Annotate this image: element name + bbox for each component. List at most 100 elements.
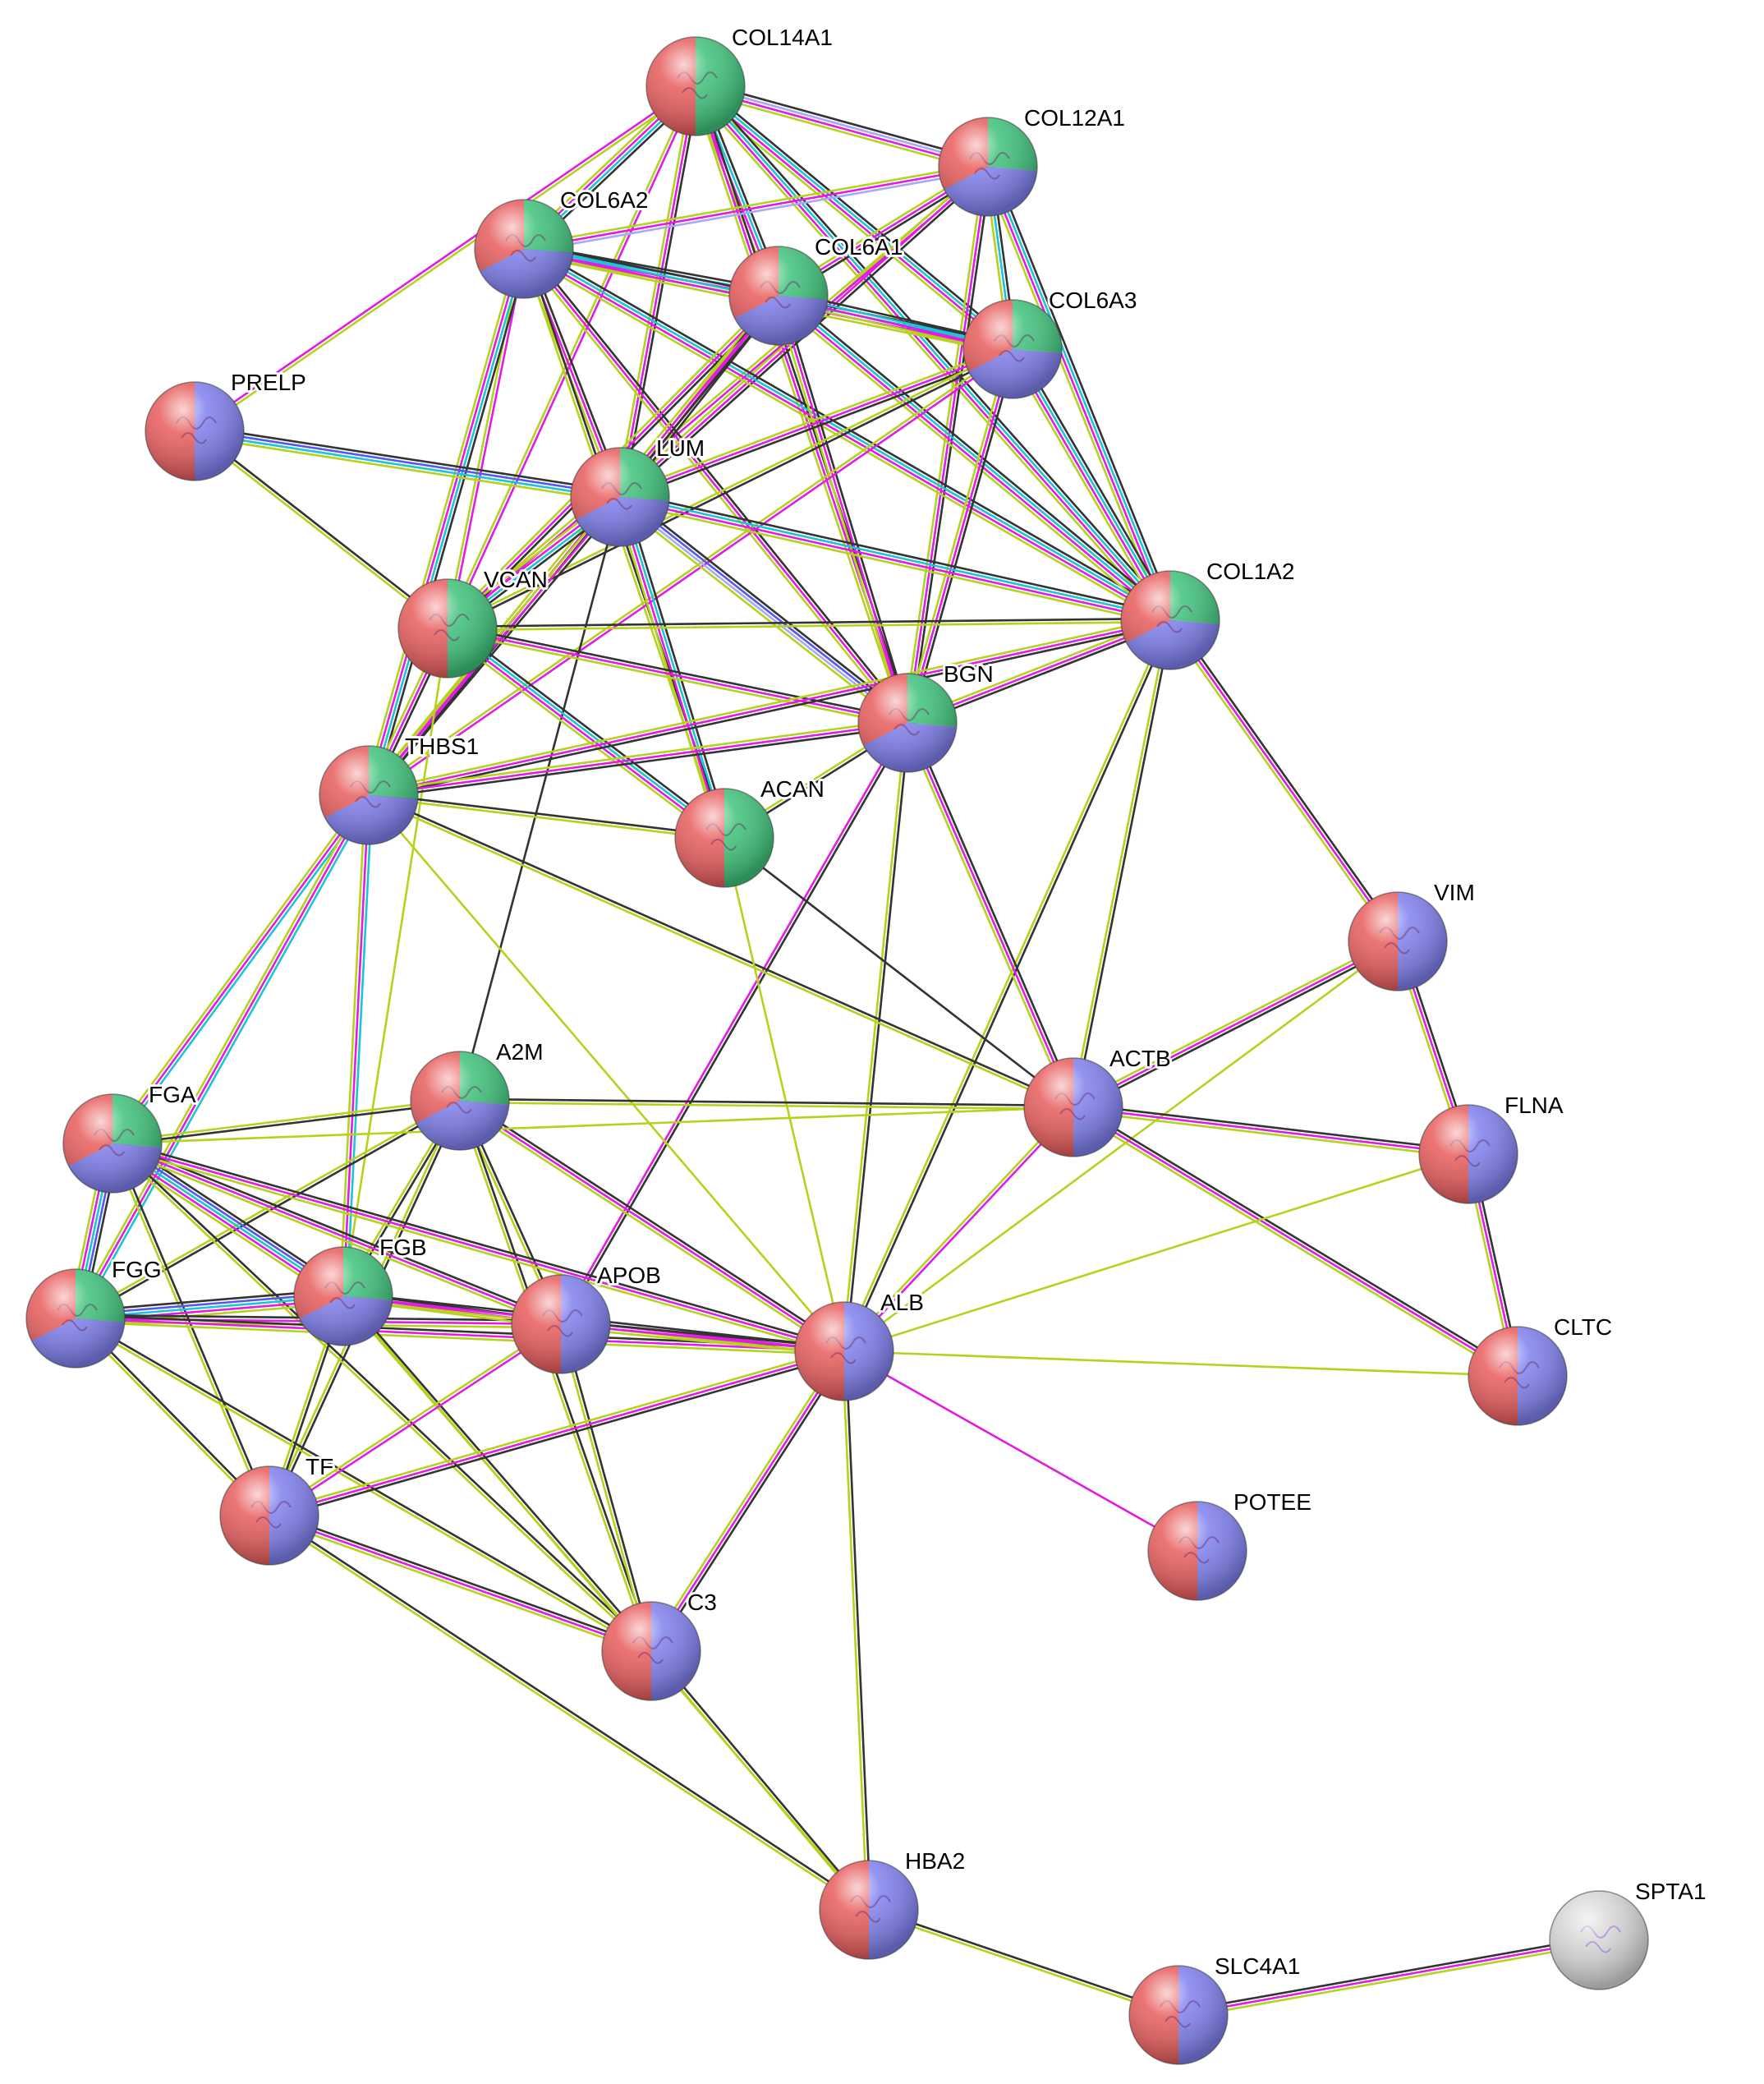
node-gloss xyxy=(728,246,829,346)
node-prelp[interactable]: PRELP xyxy=(145,367,309,481)
edge-strand-yellow xyxy=(903,165,986,724)
edge-strand-yellow xyxy=(843,940,1399,1353)
edge-strand-black xyxy=(909,720,1078,1107)
edge-strand-magenta xyxy=(694,86,989,170)
edge-strand-magenta xyxy=(906,721,1075,1109)
edge-strand-black xyxy=(844,619,1174,1354)
node-acan[interactable]: ACAN xyxy=(674,774,827,888)
edge-strand-yellow xyxy=(723,836,846,1353)
node-label: FLNA xyxy=(1504,1093,1564,1118)
edge-COL12A1-COL6A2 xyxy=(521,162,990,254)
node-col6a1[interactable]: COL6A1 xyxy=(728,232,905,346)
edge-COL6A2-VCAN xyxy=(444,247,527,630)
edge-strand-lilac xyxy=(695,83,990,167)
edge-strand-magenta xyxy=(111,794,370,1145)
edge-ACTB-CLTC xyxy=(1070,1103,1521,1380)
edges-layer xyxy=(67,80,1601,2020)
edge-strand-black xyxy=(113,1141,654,1651)
node-cltc[interactable]: CLTC xyxy=(1468,1312,1615,1426)
node-fga[interactable]: FGA xyxy=(62,1079,199,1194)
node-gloss xyxy=(570,447,670,547)
edge-strand-black xyxy=(991,163,1177,619)
edge-strand-black xyxy=(460,1097,848,1350)
node-col1a2[interactable]: COL1A2 xyxy=(1120,556,1297,670)
edge-strand-black xyxy=(844,721,911,1353)
node-lum[interactable]: LUM xyxy=(570,433,707,547)
edge-strand-cyan xyxy=(620,495,728,839)
edge-strand-magenta xyxy=(74,794,370,1320)
edge-strand-black xyxy=(343,1294,654,1651)
node-c3[interactable]: C3 xyxy=(601,1587,719,1701)
edge-strand-black xyxy=(113,1141,273,1516)
edge-strand-black xyxy=(561,722,911,1327)
edge-COL6A1-COL1A2 xyxy=(774,290,1175,626)
node-col6a3[interactable]: COL6A3 xyxy=(962,285,1139,399)
edge-FGA-ALB xyxy=(110,1139,847,1356)
edge-strand-magenta xyxy=(111,1142,846,1353)
node-label: FGG xyxy=(112,1257,162,1282)
node-thbs1[interactable]: THBS1 xyxy=(319,731,481,845)
edge-strand-yellow xyxy=(366,615,1171,794)
edge-C3-HBA2 xyxy=(649,1649,871,1912)
edge-strand-yellow xyxy=(192,431,448,631)
node-slc4a1[interactable]: SLC4A1 xyxy=(1128,1951,1302,2065)
node-spta1[interactable]: SPTA1 xyxy=(1549,1876,1709,1990)
edge-strand-yellow xyxy=(841,1350,869,1911)
node-alb[interactable]: ALB xyxy=(794,1287,926,1401)
node-a2m[interactable]: A2M xyxy=(410,1037,546,1151)
edge-strand-cyan xyxy=(77,795,373,1322)
node-col14a1[interactable]: COL14A1 xyxy=(645,22,835,136)
edge-VIM-ACTB xyxy=(1070,936,1401,1112)
node-bgn[interactable]: BGN xyxy=(857,659,996,773)
node-col12a1[interactable]: COL12A1 xyxy=(938,103,1128,217)
edge-strand-magenta xyxy=(618,347,1014,499)
edge-strand-yellow xyxy=(981,168,1167,623)
edge-strand-yellow xyxy=(1178,1942,1601,2020)
node-col6a2[interactable]: COL6A2 xyxy=(474,185,650,299)
edge-COL12A1-BGN xyxy=(903,165,993,725)
node-flna[interactable]: FLNA xyxy=(1418,1090,1566,1204)
edge-strand-magenta xyxy=(693,86,1013,352)
edge-strand-black xyxy=(780,290,1175,618)
node-fgb[interactable]: FGB xyxy=(293,1232,430,1346)
edge-COL6A1-BGN xyxy=(774,293,912,725)
edge-HBA2-SLC4A1 xyxy=(867,1907,1180,2018)
edge-strand-magenta xyxy=(458,1099,846,1353)
edge-strand-yellow xyxy=(367,718,908,794)
edge-strand-yellow xyxy=(457,1102,844,1355)
node-vcan[interactable]: VCAN xyxy=(397,564,550,679)
edge-strand-magenta xyxy=(1072,1106,1470,1156)
edge-strand-cyan xyxy=(779,293,1173,620)
edge-APOB-TF xyxy=(267,1321,563,1519)
edge-strand-magenta xyxy=(776,296,1170,623)
edge-strand-yellow xyxy=(558,1323,651,1653)
node-apob[interactable]: APOB xyxy=(511,1260,664,1374)
edge-ACTB-ALB xyxy=(842,1105,1076,1354)
edge-COL12A1-COL1A2 xyxy=(981,163,1177,623)
edge-strand-magenta xyxy=(1072,940,1399,1109)
edge-strand-black xyxy=(561,1323,655,1652)
node-tf[interactable]: TF xyxy=(219,1451,336,1566)
node-gloss xyxy=(674,788,774,888)
node-gloss xyxy=(319,745,419,845)
edge-strand-yellow xyxy=(111,1097,462,1143)
edge-strand-black xyxy=(368,622,1173,800)
edge-strand-yellow xyxy=(267,1321,562,1516)
node-gloss xyxy=(645,36,746,136)
node-gloss xyxy=(474,199,574,299)
edge-ALB-CLTC xyxy=(843,1350,1519,1378)
edge-strand-yellow xyxy=(366,346,1013,795)
node-label: HBA2 xyxy=(905,1848,965,1874)
node-hba2[interactable]: HBA2 xyxy=(819,1846,967,1960)
node-fgg[interactable]: FGG xyxy=(25,1254,164,1369)
node-vim[interactable]: VIM xyxy=(1348,877,1477,991)
edge-strand-blue xyxy=(194,428,622,497)
edge-FGA-C3 xyxy=(110,1141,654,1654)
edge-strand-magenta xyxy=(367,721,909,797)
node-gloss xyxy=(25,1268,126,1369)
edge-A2M-ACTB xyxy=(458,1097,1075,1111)
node-label: ACAN xyxy=(760,776,825,802)
node-potee[interactable]: POTEE xyxy=(1147,1487,1314,1601)
node-gloss xyxy=(819,1860,919,1960)
node-actb[interactable]: ACTB xyxy=(1023,1043,1174,1157)
